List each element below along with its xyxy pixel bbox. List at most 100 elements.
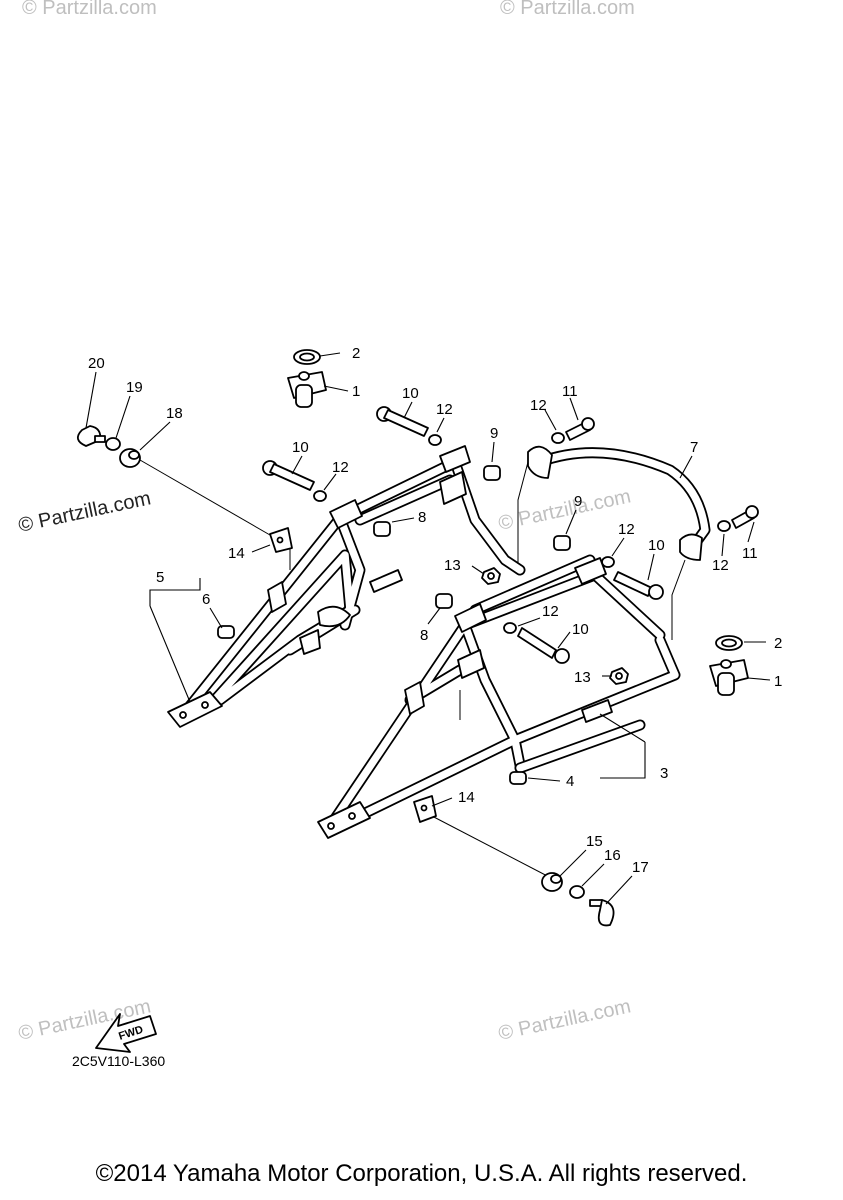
bolt-10-left	[262, 460, 315, 491]
left-frame-lower-tab	[299, 629, 321, 655]
bolt-11-right	[731, 505, 759, 529]
callout-15: 15	[586, 833, 603, 850]
guide-line-right-rear	[671, 559, 686, 640]
washer-12-a	[428, 434, 442, 446]
leader-12-d	[611, 537, 625, 557]
right-foot-hole-1	[327, 822, 335, 830]
watermark-main: © Partzilla.com	[16, 487, 152, 537]
watermark-mid-right: © Partzilla.com	[496, 485, 632, 535]
callout-2-right: 2	[774, 635, 782, 652]
callout-6: 6	[202, 591, 210, 608]
nut-13-upper	[481, 567, 501, 585]
collar-9-left	[483, 465, 501, 481]
leader-12-e	[517, 617, 541, 627]
callout-14-right: 14	[458, 789, 475, 806]
callout-19: 19	[126, 379, 143, 396]
callout-10-right: 10	[648, 537, 665, 554]
leader-8-left	[391, 517, 415, 523]
left-frame-gusset-a	[267, 581, 287, 613]
callout-5: 5	[156, 569, 164, 586]
washer-12-e	[503, 622, 517, 634]
callout-12-a: 12	[436, 401, 453, 418]
watermark-top-left: © Partzilla.com	[22, 0, 157, 19]
washer-12-d	[601, 556, 615, 568]
callout-12-d: 12	[618, 521, 635, 538]
callout-17: 17	[632, 859, 649, 876]
grommet-2-top	[293, 349, 321, 365]
callout-11-upper: 11	[562, 383, 578, 400]
stay-end-lower	[679, 533, 703, 561]
guide-line-left-pin	[139, 459, 271, 536]
stay-end-upper	[527, 445, 553, 479]
right-frame-gusset-a	[404, 681, 425, 715]
grommet-15	[541, 872, 563, 892]
watermark-top-right: © Partzilla.com	[500, 0, 635, 19]
washer-12-b	[313, 490, 327, 502]
washer-12-f	[717, 520, 731, 532]
pin-4	[509, 771, 527, 785]
right-foot-hole-2	[348, 812, 356, 820]
callout-14-left: 14	[228, 545, 245, 562]
callout-7: 7	[690, 439, 698, 456]
callout-4: 4	[566, 773, 574, 790]
leader-10-lower	[557, 631, 571, 649]
clip-14-left	[269, 527, 293, 553]
bolt-11-upper	[565, 417, 595, 441]
clip-14-right	[413, 795, 437, 823]
left-frame-assembly	[167, 445, 526, 728]
leader-14-left	[251, 544, 271, 553]
watermark-bottom-right: © Partzilla.com	[496, 995, 632, 1045]
leader-9-right	[565, 509, 577, 535]
callout-1-top: 1	[352, 383, 360, 400]
leader-10-upper	[403, 401, 413, 419]
collar-16	[569, 885, 585, 899]
leader-9-left	[491, 441, 495, 463]
leader-20	[85, 371, 97, 429]
leader-1-right	[747, 677, 771, 681]
collar-8-right	[435, 593, 453, 609]
collar-8-left	[373, 521, 391, 537]
leader-6	[209, 607, 223, 629]
guide-line-left-rear	[517, 461, 529, 564]
leader-7	[679, 455, 693, 479]
pin-20	[76, 425, 106, 447]
collar-19	[105, 437, 121, 451]
callout-20: 20	[88, 355, 105, 372]
lock-assy-1-top	[287, 371, 327, 408]
bracket-3	[599, 713, 646, 779]
callout-9-right: 9	[574, 493, 582, 510]
pin-17	[589, 899, 615, 927]
leader-10-left	[291, 455, 303, 475]
left-foot-hole-2	[201, 701, 209, 709]
right-frame-gusset-b	[457, 649, 485, 679]
leader-12-a	[436, 417, 445, 433]
washer-12-c	[551, 432, 565, 444]
lock-assy-1-right	[709, 659, 749, 696]
callout-11-right: 11	[742, 545, 758, 562]
callout-10-left: 10	[292, 439, 309, 456]
leader-13-upper	[471, 565, 485, 575]
leader-8-right	[427, 607, 441, 625]
left-foot-hole-1	[179, 711, 187, 719]
callout-12-b: 12	[332, 459, 349, 476]
grommet-18	[119, 448, 141, 468]
left-frame-top-bracket	[329, 499, 363, 529]
leader-10-right	[647, 553, 655, 581]
leader-2-top	[319, 352, 341, 357]
right-frame-mount-tab	[581, 699, 613, 723]
left-frame-ring-bracket	[317, 605, 351, 628]
callout-8-right: 8	[420, 627, 428, 644]
callout-18: 18	[166, 405, 183, 422]
bracket-5	[149, 578, 201, 703]
leader-12-c	[544, 409, 557, 431]
leader-11-upper	[569, 397, 579, 421]
callout-8-left: 8	[418, 509, 426, 526]
callout-10-upper: 10	[402, 385, 419, 402]
fwd-arrow-icon: FWD	[95, 1013, 157, 1053]
leader-14-right	[431, 797, 453, 807]
callout-9-left: 9	[490, 425, 498, 442]
nut-13-lower	[609, 667, 629, 685]
leader-19	[115, 395, 131, 439]
callout-12-e: 12	[542, 603, 559, 620]
